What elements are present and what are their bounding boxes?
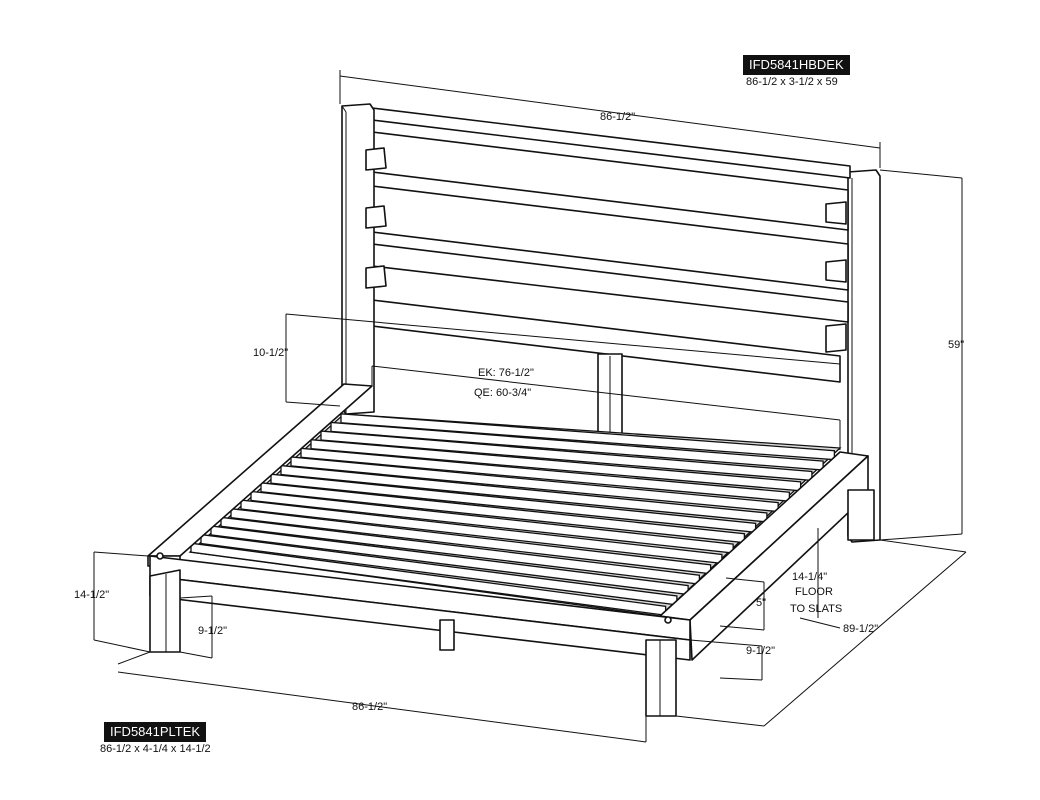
- platform-frame: [147, 383, 875, 717]
- rail-height-label: 5": [756, 597, 766, 609]
- inner-width-ek-label: EK: 76-1/2": [478, 367, 534, 379]
- right-back-leg: [847, 489, 875, 541]
- platform-width-label: 86-1/2": [352, 701, 387, 713]
- floor-to-slats-line2: TO SLATS: [790, 603, 842, 615]
- bracket-left-1: [365, 147, 387, 171]
- headboard-width-label: 86-1/2": [600, 111, 635, 123]
- front-left-leg: [149, 569, 181, 653]
- dimension-lines: [93, 70, 967, 743]
- headboard-code-badge: IFD5841HBDEK: [743, 55, 850, 75]
- bracket-right-1: [825, 201, 847, 225]
- corner-bolt-left: [156, 552, 164, 560]
- center-leg: [439, 619, 455, 651]
- slat-deck: [188, 413, 842, 617]
- floor-to-slats-line1: FLOOR: [795, 586, 833, 598]
- bracket-left-3: [365, 265, 387, 289]
- platform-height-label: 14-1/2": [74, 589, 109, 601]
- headboard-size: 86-1/2 x 3-1/2 x 59: [746, 76, 838, 88]
- bracket-right-2: [825, 259, 847, 283]
- leg-right-height-label: 9-1/2": [746, 645, 775, 657]
- platform-depth-label: 89-1/2": [843, 623, 878, 635]
- headboard-height-label: 59": [948, 339, 964, 351]
- bracket-left-2: [365, 205, 387, 229]
- headboard-gap-label: 10-1/2": [253, 347, 288, 359]
- bracket-right-3: [825, 323, 847, 353]
- corner-bolt-right: [664, 616, 672, 624]
- front-right-leg: [645, 639, 677, 717]
- inner-width-qe-label: QE: 60-3/4": [474, 387, 531, 399]
- platform-code-badge: IFD5841PLTEK: [104, 722, 207, 742]
- leg-left-height-label: 9-1/2": [198, 625, 227, 637]
- floor-to-slats-value: 14-1/4": [792, 571, 827, 583]
- platform-size: 86-1/2 x 4-1/4 x 14-1/2: [100, 743, 211, 755]
